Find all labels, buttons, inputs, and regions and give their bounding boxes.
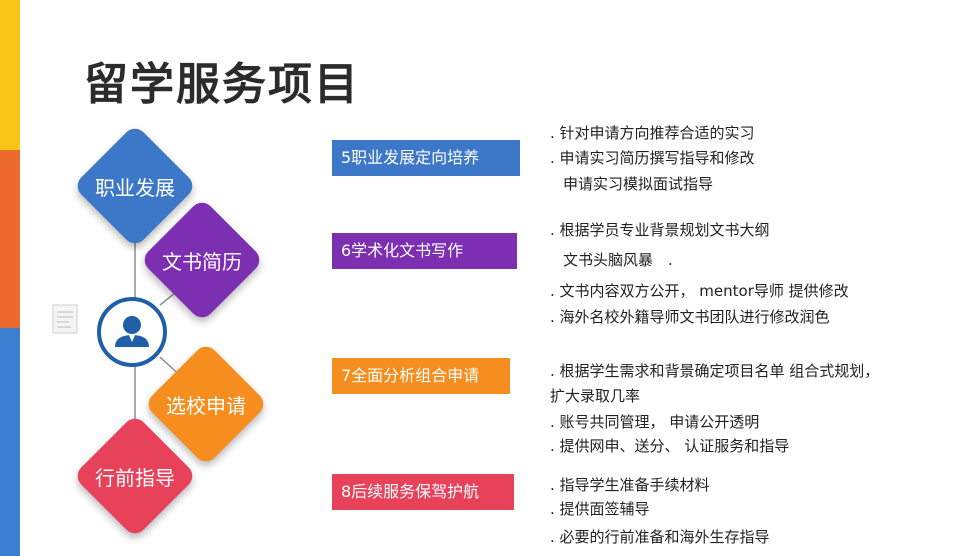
category-label-writing: 文书简历 bbox=[162, 249, 242, 274]
left-strip-yellow bbox=[0, 0, 20, 150]
service-desc-writing-1: . 根据学员专业背景规划文书大纲 bbox=[550, 221, 770, 239]
service-tag-career: 5职业发展定向培养 bbox=[332, 140, 520, 176]
page-title: 留学服务项目 bbox=[84, 59, 360, 110]
category-diamond-school: 选校申请 bbox=[131, 329, 281, 479]
service-desc-writing-2: 文书头脑风暴 . bbox=[563, 251, 673, 269]
service-desc-school-3: . 账号共同管理， 申请公开透明 bbox=[550, 413, 760, 431]
service-tag-departure: 8后续服务保驾护航 bbox=[332, 474, 514, 510]
service-desc-career-3: 申请实习模拟面试指导 bbox=[563, 175, 714, 193]
service-desc-career-2: . 申请实习简历撰写指导和修改 bbox=[550, 149, 755, 167]
left-strip-blue bbox=[0, 328, 20, 556]
service-desc-departure-1: . 指导学生准备手续材料 bbox=[550, 476, 710, 494]
service-desc-departure-3: . 必要的行前准备和海外生存指导 bbox=[550, 528, 770, 546]
service-desc-school-1: . 根据学生需求和背景确定项目名单 组合式规划， bbox=[550, 362, 880, 380]
user-avatar-icon bbox=[97, 297, 167, 367]
category-label-career: 职业发展 bbox=[95, 175, 175, 200]
category-diamond-career: 职业发展 bbox=[60, 111, 210, 261]
service-tag-school: 7全面分析组合申请 bbox=[332, 358, 510, 394]
category-diamond-departure: 行前指导 bbox=[60, 401, 210, 551]
service-desc-writing-3: . 文书内容双方公开， mentor导师 提供修改 bbox=[550, 282, 849, 300]
category-label-departure: 行前指导 bbox=[95, 465, 175, 490]
service-desc-departure-2: . 提供面签辅导 bbox=[550, 500, 650, 518]
service-desc-career-1: . 针对申请方向推荐合适的实习 bbox=[550, 124, 755, 142]
left-strip-orange bbox=[0, 150, 20, 328]
category-diamond-writing: 文书简历 bbox=[127, 185, 277, 335]
service-desc-school-2: 扩大录取几率 bbox=[550, 387, 641, 405]
service-tag-writing: 6学术化文书写作 bbox=[332, 233, 517, 269]
service-desc-school-4: . 提供网申、送分、 认证服务和指导 bbox=[550, 437, 790, 455]
service-desc-writing-4: . 海外名校外籍导师文书团队进行修改润色 bbox=[550, 308, 830, 326]
category-label-school: 选校申请 bbox=[166, 393, 246, 418]
document-icon bbox=[52, 304, 78, 334]
